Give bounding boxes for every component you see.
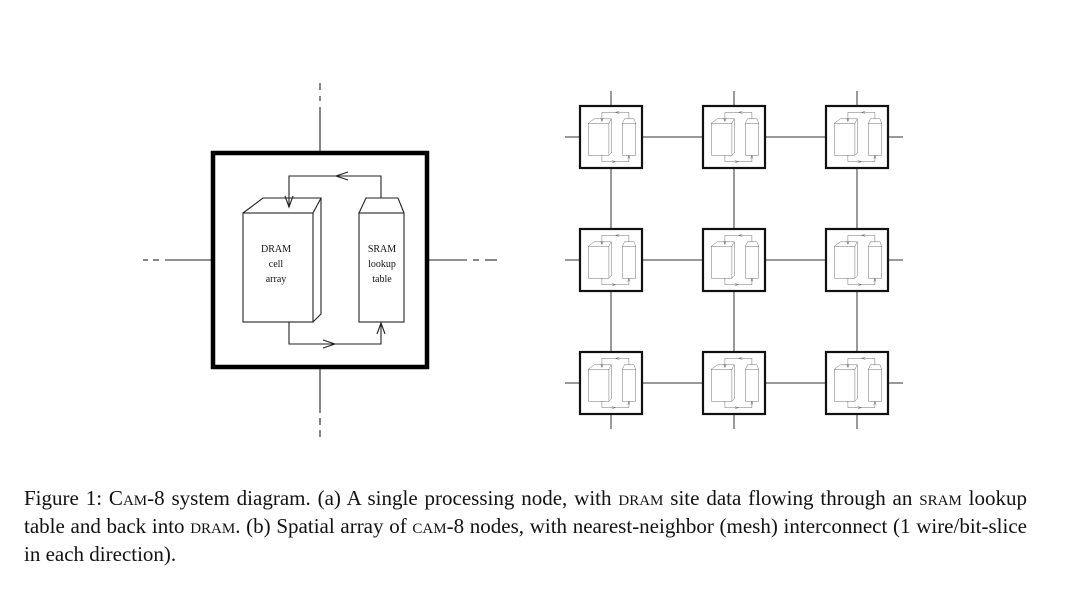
array-node-r3-c2 <box>701 350 767 416</box>
caption-text: site data flowing through an <box>663 486 920 510</box>
node-internals <box>711 357 759 409</box>
dram-label-line-2: cell <box>269 259 284 270</box>
node-internals <box>588 357 636 409</box>
dram-label: DRAM cell array <box>261 244 291 285</box>
array-node-r1-c3 <box>824 104 890 170</box>
panel-a-single-node: DRAM cell array SRAM lookup table <box>143 83 497 437</box>
node-internals <box>834 357 882 409</box>
caption-text: Figure 1: <box>24 486 109 510</box>
caption-text: lookup table and back into <box>24 486 1028 538</box>
array-node-r1-c1 <box>578 104 644 170</box>
array-node-r3-c3 <box>824 350 890 416</box>
node-a-boundary <box>210 150 430 370</box>
node-boundary <box>824 104 890 170</box>
node-boundary <box>578 350 644 416</box>
node-internals <box>588 111 636 163</box>
node-boundary <box>578 227 644 293</box>
node-boundary <box>701 104 767 170</box>
sram-label-line-1: SRAM <box>368 244 396 255</box>
sram-label: SRAM lookup table <box>368 244 396 285</box>
caption-text: C <box>108 486 123 510</box>
node-boundary <box>824 227 890 293</box>
node-internals <box>711 111 759 163</box>
cam8-system-diagram: DRAM cell array SRAM lookup table <box>143 83 903 437</box>
sram-label-line-3: table <box>372 274 392 285</box>
node-internals <box>834 111 882 163</box>
node-internals <box>711 234 759 286</box>
array-node-r1-c2 <box>701 104 767 170</box>
sram-label-line-2: lookup <box>368 259 396 270</box>
caption-text: -8 system diagram. (a) A single processi… <box>147 486 619 510</box>
caption-text: . (b) Spatial array of <box>235 514 413 538</box>
node-internals <box>588 234 636 286</box>
node-internals <box>834 234 882 286</box>
node-boundary <box>578 104 644 170</box>
caption-smallcaps-term: dram <box>190 514 236 538</box>
caption-smallcaps-term: am <box>122 486 148 510</box>
array-node-r2-c1 <box>578 227 644 293</box>
caption-smallcaps-term: cam <box>412 514 447 538</box>
caption-smallcaps-term: sram <box>919 486 962 510</box>
figure-caption: Figure 1: Cam-8 system diagram. (a) A si… <box>24 484 1027 568</box>
panel-b-node-array <box>565 91 903 429</box>
dram-label-line-3: array <box>266 274 287 285</box>
dram-label-line-1: DRAM <box>261 244 291 255</box>
node-boundary <box>701 350 767 416</box>
array-node-r2-c3 <box>824 227 890 293</box>
node-boundary <box>701 227 767 293</box>
array-node-r3-c1 <box>578 350 644 416</box>
caption-text: -8 nodes, with nearest-neighbor (mesh) i… <box>24 514 1027 566</box>
array-node-r2-c2 <box>701 227 767 293</box>
caption-smallcaps-term: dram <box>618 486 664 510</box>
node-boundary <box>824 350 890 416</box>
